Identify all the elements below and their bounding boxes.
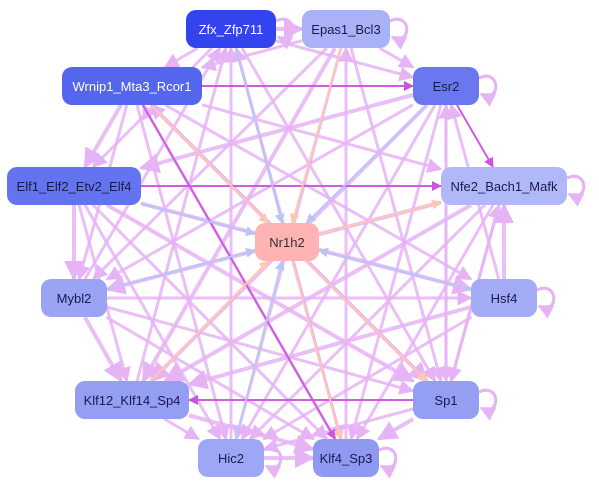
node-esr2[interactable]: Esr2 xyxy=(413,67,479,105)
self-loop-nfe2 xyxy=(566,174,586,207)
edge-hic2-to-nr1h2 xyxy=(234,260,285,440)
node-mybl2[interactable]: Mybl2 xyxy=(41,279,107,317)
node-epas1[interactable]: Epas1_Bcl3 xyxy=(302,10,390,48)
edge-wrnip1-to-hsf4 xyxy=(164,103,473,281)
self-loops-layer xyxy=(263,17,586,479)
edge-nr1h2-to-nfe2 xyxy=(318,199,442,235)
self-loop-hsf4 xyxy=(536,286,556,319)
edge-epas1-to-esr2 xyxy=(378,46,415,69)
edge-sp1-to-klf4 xyxy=(377,417,415,441)
edge-esr2-to-mybl2 xyxy=(105,103,414,281)
edge-nr1h2-to-sp1 xyxy=(305,260,428,382)
node-label-epas1: Epas1_Bcl3 xyxy=(311,22,380,37)
self-loop-sp1 xyxy=(478,388,498,421)
edge-elf1-to-sp1 xyxy=(106,203,415,383)
edge-mybl2-to-nr1h2 xyxy=(106,247,256,291)
node-box-wrnip1[interactable] xyxy=(62,67,202,105)
node-hic2[interactable]: Hic2 xyxy=(198,439,264,477)
edge-elf1-to-nr1h2 xyxy=(140,202,256,237)
node-zfx[interactable]: Zfx_Zfp711 xyxy=(186,10,276,48)
node-nfe2[interactable]: Nfe2_Bach1_Mafk xyxy=(441,167,567,205)
node-label-zfx: Zfx_Zfp711 xyxy=(199,22,264,37)
edge-epas1-to-nr1h2 xyxy=(289,47,342,224)
node-box-zfx[interactable] xyxy=(186,10,276,48)
self-loop-klf4 xyxy=(378,446,398,479)
node-klf12[interactable]: Klf12_Klf14_Sp4 xyxy=(75,381,189,419)
node-box-elf1[interactable] xyxy=(7,167,141,205)
node-box-nfe2[interactable] xyxy=(441,167,567,205)
node-box-hic2[interactable] xyxy=(198,439,264,477)
node-box-esr2[interactable] xyxy=(413,67,479,105)
node-label-wrnip1: Wrnip1_Mta3_Rcor1 xyxy=(73,79,192,94)
node-box-sp1[interactable] xyxy=(413,381,479,419)
self-loop-epas1 xyxy=(389,17,409,50)
edge-klf12-to-klf4 xyxy=(188,413,315,455)
node-nr1h2[interactable]: Nr1h2 xyxy=(255,223,319,261)
edge-esr2-to-nr1h2 xyxy=(305,104,428,224)
node-label-klf4: Klf4_Sp3 xyxy=(320,451,373,466)
node-elf1[interactable]: Elf1_Elf2_Etv2_Elf4 xyxy=(7,167,141,205)
edge-esr2-to-hic2 xyxy=(240,104,437,441)
edge-hsf4-to-hic2 xyxy=(262,315,473,441)
edge-klf12-to-hic2 xyxy=(163,417,200,441)
edge-zfx-to-nr1h2 xyxy=(235,47,285,224)
node-label-hic2: Hic2 xyxy=(218,451,244,466)
node-box-epas1[interactable] xyxy=(302,10,390,48)
node-wrnip1[interactable]: Wrnip1_Mta3_Rcor1 xyxy=(62,67,202,105)
self-loop-esr2 xyxy=(478,74,498,107)
edge-zfx-to-wrnip1 xyxy=(163,46,199,69)
node-klf4[interactable]: Klf4_Sp3 xyxy=(313,439,379,477)
node-label-nr1h2: Nr1h2 xyxy=(269,235,304,250)
node-label-sp1: Sp1 xyxy=(434,393,457,408)
edge-hsf4-to-klf12 xyxy=(187,305,472,390)
edge-nr1h2-to-klf4 xyxy=(291,260,344,440)
self-loop-zfx xyxy=(275,17,295,50)
node-label-esr2: Esr2 xyxy=(433,79,460,94)
edge-nfe2-to-klf12 xyxy=(163,203,472,383)
node-box-klf12[interactable] xyxy=(75,381,189,419)
edge-esr2-to-nfe2 xyxy=(456,104,494,168)
node-label-hsf4: Hsf4 xyxy=(491,291,518,306)
node-hsf4[interactable]: Hsf4 xyxy=(471,279,537,317)
node-label-mybl2: Mybl2 xyxy=(57,291,92,306)
edge-wrnip1-to-elf1 xyxy=(83,103,123,169)
edge-mybl2-to-klf12 xyxy=(83,316,123,383)
edge-wrnip1-to-nr1h2 xyxy=(150,104,269,224)
node-label-elf1: Elf1_Elf2_Etv2_Elf4 xyxy=(17,179,132,194)
edge-wrnip1-to-klf4 xyxy=(142,104,336,440)
edge-wrnip1-to-nfe2 xyxy=(201,103,443,173)
edge-klf12-to-nr1h2 xyxy=(149,260,270,382)
edge-esr2-to-elf1 xyxy=(139,92,414,173)
self-loop-hic2 xyxy=(263,446,283,479)
node-box-hsf4[interactable] xyxy=(471,279,537,317)
node-label-nfe2: Nfe2_Bach1_Mafk xyxy=(451,179,558,194)
node-box-klf4[interactable] xyxy=(313,439,379,477)
node-box-nr1h2[interactable] xyxy=(255,223,319,261)
edge-esr2-to-klf4 xyxy=(347,104,443,441)
edge-hsf4-to-nr1h2 xyxy=(318,247,472,291)
node-sp1[interactable]: Sp1 xyxy=(413,381,479,419)
node-box-mybl2[interactable] xyxy=(41,279,107,317)
node-label-klf12: Klf12_Klf14_Sp4 xyxy=(84,393,181,408)
